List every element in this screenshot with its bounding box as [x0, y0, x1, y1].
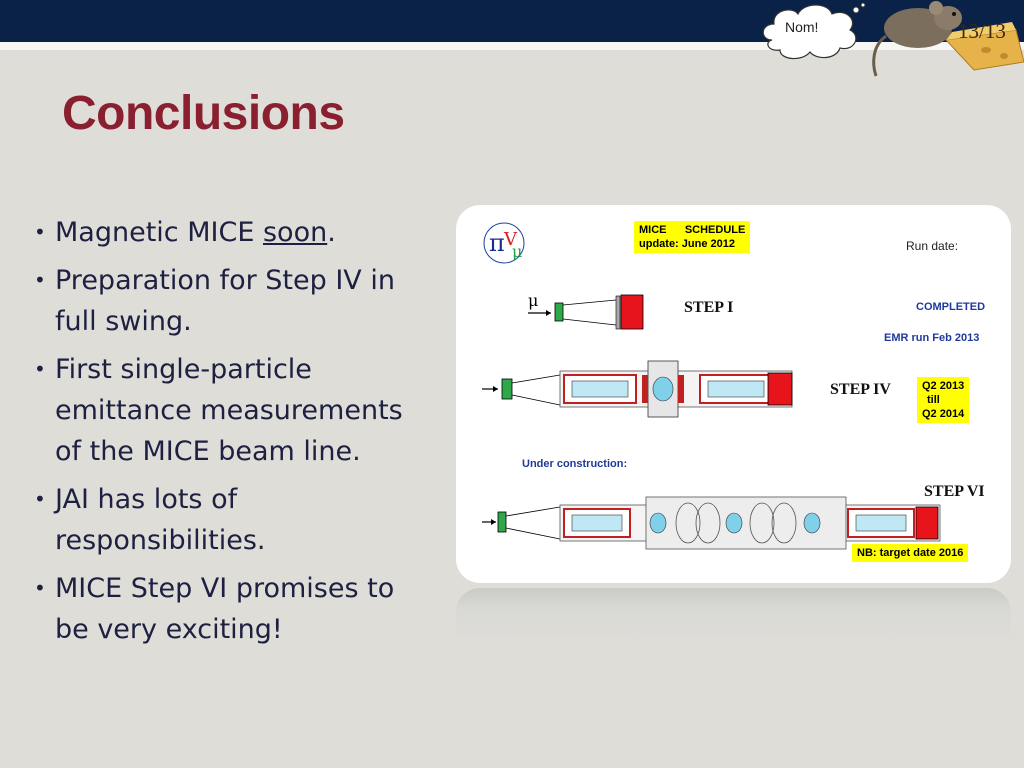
step1-beamline [528, 294, 644, 330]
svg-text:π: π [489, 229, 505, 257]
step4-beamline [482, 360, 793, 418]
top-divider [0, 42, 1024, 50]
step1-label: STEP I [684, 299, 734, 316]
bullet-dot-icon: • [34, 576, 46, 600]
bullet-text: First single-particle emittance measurem… [55, 354, 403, 467]
under-construction-label: Under construction: [522, 458, 628, 470]
slide-title: Conclusions [62, 87, 345, 140]
bullet-text: JAI has lots of responsibilities. [55, 484, 266, 556]
bullet-dot-icon: • [34, 268, 46, 292]
speech-cloud-icon [762, 2, 866, 60]
slide-number: 13/13 [958, 19, 1006, 43]
bullet-text-pre: Magnetic MICE [55, 217, 263, 248]
bullet-text: Preparation for Step IV in full swing. [55, 265, 395, 337]
mouse-cheese-icon [872, 1, 1024, 77]
bullet-item: • Magnetic MICE soon. [34, 212, 424, 253]
schedule-header-line1: MICE SCHEDULE [639, 224, 746, 236]
run-date-label: Run date: [906, 239, 959, 253]
emr-run-label: EMR run Feb 2013 [884, 332, 980, 344]
bullet-item: • JAI has lots of responsibilities. [34, 479, 424, 561]
bullet-dot-icon: • [34, 487, 46, 511]
bullet-text-post: . [327, 217, 336, 248]
cloud-text: Nom! [785, 19, 819, 35]
nb-target-label: NB: target date 2016 [852, 544, 969, 562]
bullet-dot-icon: • [34, 220, 46, 244]
panel-reflection [456, 588, 1011, 640]
bullet-list: • Magnetic MICE soon. • Preparation for … [34, 212, 424, 657]
step4-label: STEP IV [830, 381, 891, 398]
schedule-header: MICE SCHEDULE update: June 2012 [634, 221, 751, 253]
step6-label: STEP VI [924, 483, 985, 500]
svg-text:μ: μ [512, 242, 522, 261]
svg-text:V: V [503, 229, 518, 250]
step4-date-line2: till [927, 394, 940, 406]
schedule-image: π V μ [456, 205, 1011, 583]
step6-beamline [482, 496, 941, 550]
bullet-text-underlined: soon [262, 217, 328, 248]
bullet-dot-icon: • [34, 357, 46, 381]
step1-status: COMPLETED [916, 301, 986, 313]
step4-date-line1: Q2 2013 [922, 380, 965, 392]
bullet-item: • First single-particle emittance measur… [34, 349, 424, 472]
bullet-text: MICE Step VI promises to be very excitin… [55, 573, 395, 645]
step4-date: Q2 2013 till Q2 2014 [917, 377, 970, 423]
mu-symbol: μ [528, 291, 539, 310]
bullet-item: • Preparation for Step IV in full swing. [34, 260, 424, 342]
step4-date-line3: Q2 2014 [922, 408, 965, 420]
mice-logo-icon: π V μ [483, 222, 525, 264]
schedule-header-line2: update: June 2012 [639, 238, 735, 250]
beamline-diagram: π V μ [482, 222, 941, 550]
bullet-item: • MICE Step VI promises to be very excit… [34, 568, 424, 650]
